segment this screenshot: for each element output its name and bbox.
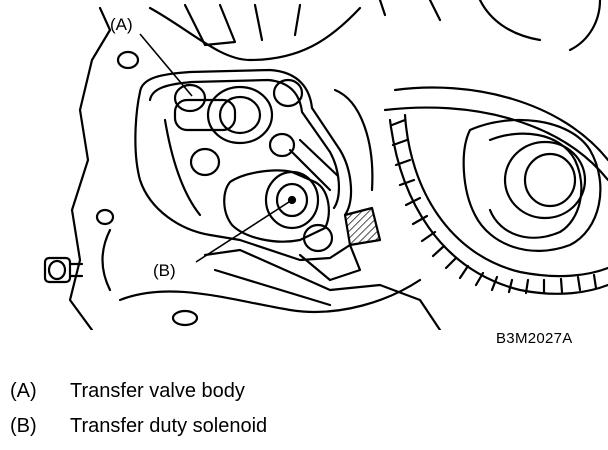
- transmission-illustration: (A) (B): [43, 0, 608, 330]
- callout-b-leader: [195, 199, 293, 263]
- figure-code: B3M2027A: [496, 330, 573, 347]
- callout-a-label: (A): [110, 15, 133, 34]
- legend-item: (A) Transfer valve body: [10, 378, 267, 413]
- legend-key: (A): [10, 380, 37, 402]
- legend-item: (B) Transfer duty solenoid: [10, 413, 267, 448]
- legend-label: Transfer duty solenoid: [70, 415, 268, 437]
- callout-b-label: (B): [153, 261, 176, 280]
- ring-gear: [378, 0, 608, 295]
- legend: (A) Transfer valve body (B) Transfer dut…: [10, 378, 267, 448]
- legend-label: Transfer valve body: [70, 380, 245, 402]
- side-bolt: [43, 256, 84, 284]
- legend-key: (B): [10, 415, 37, 437]
- transmission-case: [68, 3, 442, 330]
- callout-a-leader: [139, 33, 193, 97]
- transfer-valve-body: [134, 68, 353, 262]
